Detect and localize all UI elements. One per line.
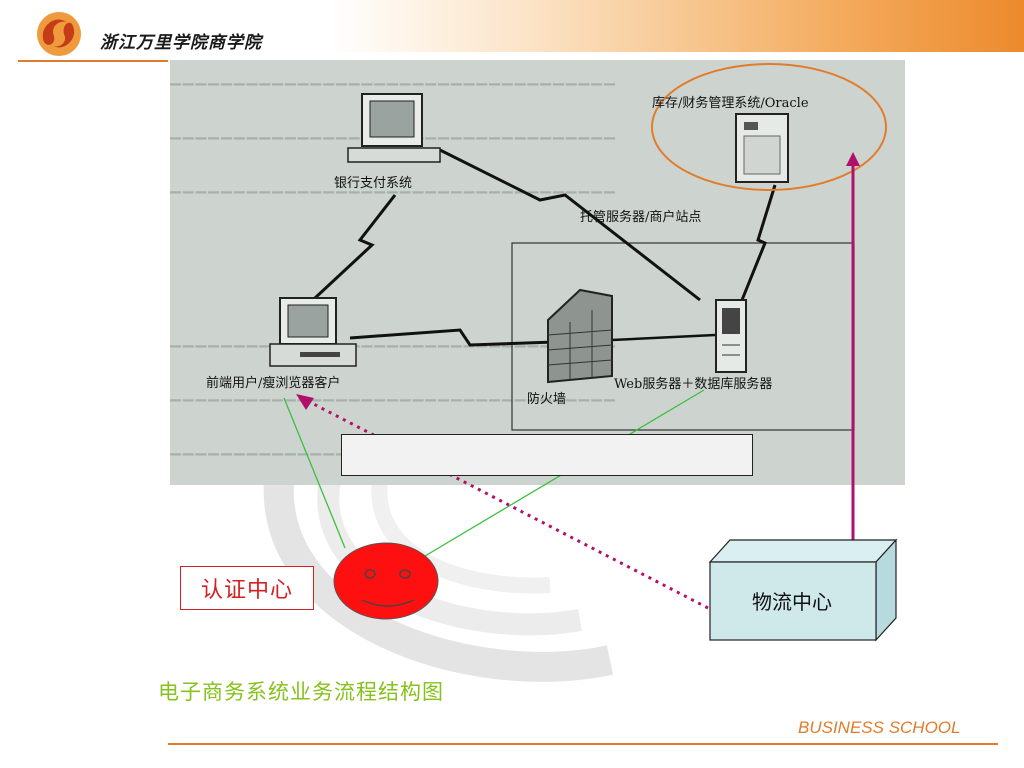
arrowhead-icon	[296, 394, 314, 410]
web-db-server-label: Web服务器＋数据库服务器	[614, 377, 773, 392]
oracle-highlight-ellipse	[651, 63, 887, 191]
hosting-server-label: 托管服务器/商户站点	[580, 210, 702, 225]
business-school-footer: BUSINESS SCHOOL	[798, 718, 961, 737]
link-bank-web	[439, 148, 701, 302]
inventory-system-label: 库存/财务管理系统/Oracle	[652, 96, 809, 111]
firewall-icon	[547, 288, 613, 384]
web-server-icon	[715, 299, 747, 373]
school-name: 浙江万里学院商学院	[100, 33, 262, 53]
link-firewall-web	[611, 333, 716, 342]
bank-computer-icon	[347, 93, 441, 163]
arrow-up-icon	[846, 152, 860, 166]
school-logo-icon	[37, 12, 81, 56]
link-bank-user	[313, 194, 397, 300]
link-oracle-web	[740, 184, 777, 301]
cert-user-line	[283, 397, 346, 549]
link-user-firewall	[349, 328, 556, 347]
footer-rule	[168, 743, 998, 745]
frontend-user-label: 前端用户/瘦浏览器客户	[206, 376, 341, 391]
header-gradient-band	[330, 0, 1024, 52]
logistics-center-label: 物流中心	[752, 590, 832, 614]
header-rule	[18, 60, 168, 62]
user-computer-icon	[269, 297, 357, 367]
smiley-face-icon	[333, 542, 439, 620]
diagram-caption: 电子商务系统业务流程结构图	[158, 680, 444, 704]
certification-center-label: 认证中心	[180, 566, 314, 610]
firewall-label: 防火墙	[527, 392, 567, 407]
logistics-box	[708, 538, 898, 642]
bank-system-label: 银行支付系统	[334, 176, 413, 191]
oracle-server-icon	[735, 113, 789, 183]
blank-placeholder-box	[341, 434, 753, 476]
